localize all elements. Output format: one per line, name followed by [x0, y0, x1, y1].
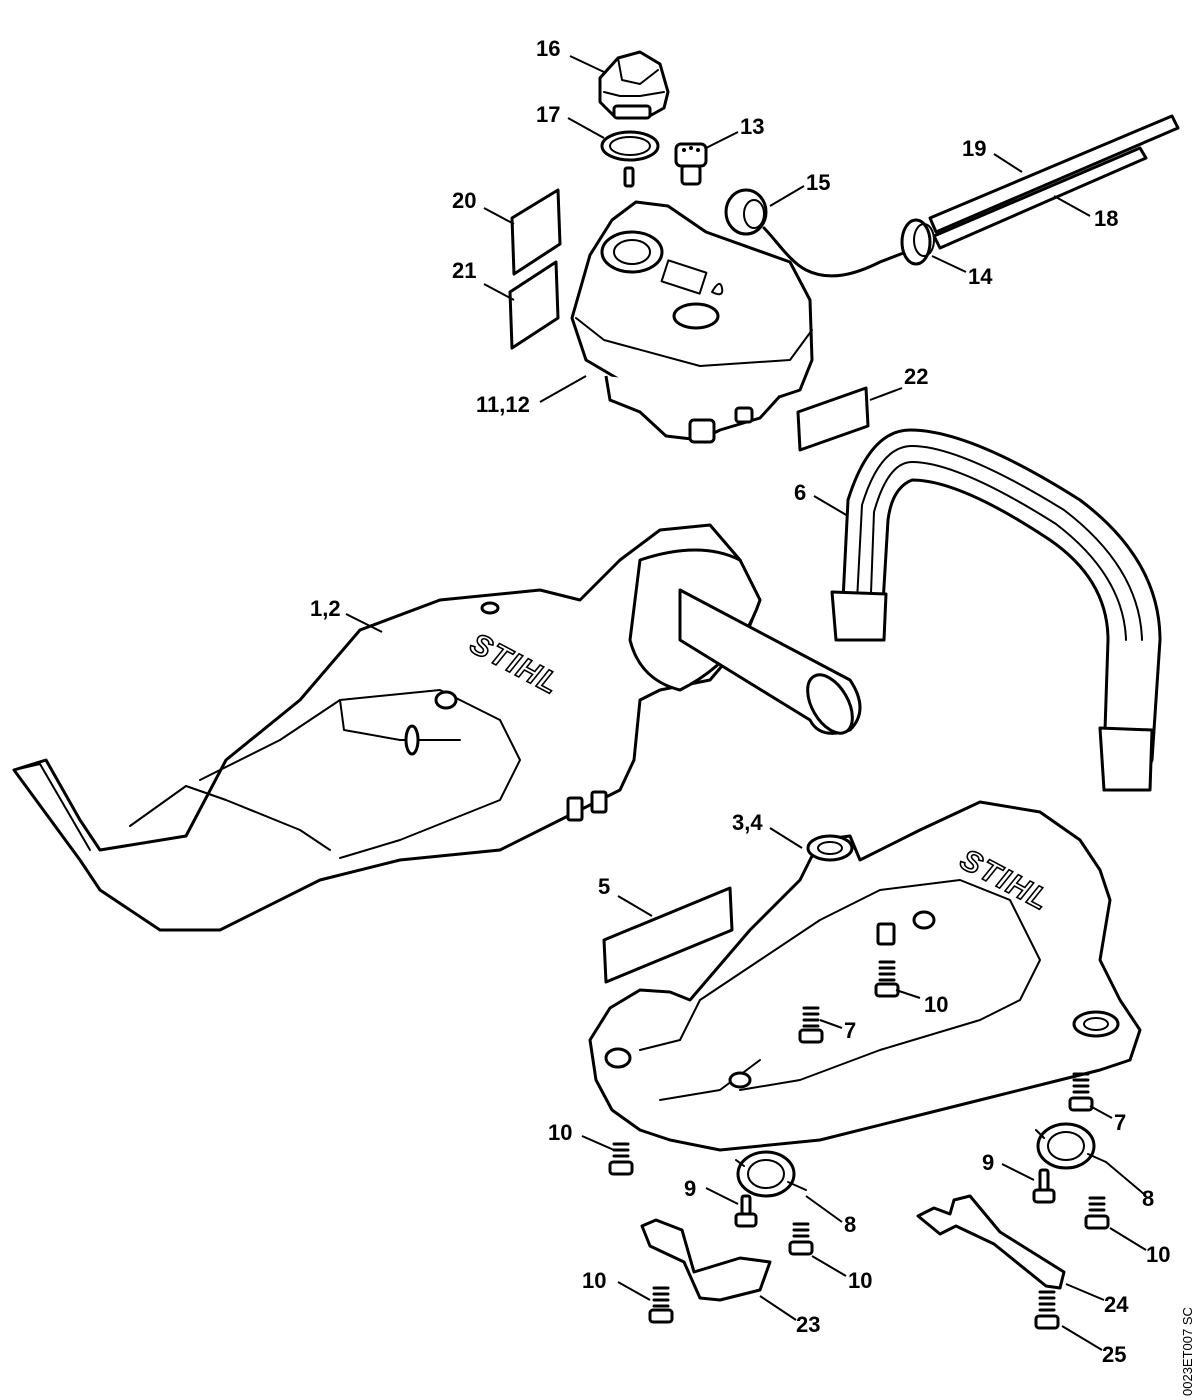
callout-14: 14 [968, 264, 993, 289]
callout-15: 15 [806, 170, 830, 195]
leader-lines [345, 55, 1147, 1351]
callout-19: 19 [962, 136, 986, 161]
fuel-tank [570, 200, 814, 444]
callout-1-2: 1,2 [310, 596, 341, 621]
bracket-23 [640, 1218, 772, 1302]
callout-16: 16 [536, 36, 560, 61]
callout-20: 20 [452, 188, 476, 213]
callout-9-b: 9 [982, 1150, 994, 1175]
tank-vent-valve [674, 142, 708, 186]
label-plates [508, 188, 870, 452]
fuel-hoses [928, 114, 1180, 250]
screw-10-c [788, 1222, 814, 1256]
callout-13: 13 [740, 114, 764, 139]
small-screw [623, 166, 635, 188]
callout-23: 23 [796, 1312, 820, 1337]
bolt-9-a [734, 1194, 758, 1228]
screw-7-a [798, 1006, 824, 1044]
callout-labels: 16 17 13 15 19 18 14 20 21 11,12 22 6 1,… [310, 36, 1170, 1367]
callout-8-b: 8 [1142, 1186, 1154, 1211]
bracket-24 [916, 1194, 1066, 1290]
callout-21: 21 [452, 258, 476, 283]
screw-7-b [1068, 1072, 1094, 1112]
fuel-filter-pickup [724, 188, 908, 278]
callout-22: 22 [904, 364, 928, 389]
callout-10-a: 10 [924, 992, 948, 1017]
screw-10-b [608, 1142, 634, 1176]
screw-10-d [648, 1286, 674, 1324]
label-plate-5 [602, 886, 734, 984]
callout-11-12: 11,12 [476, 392, 530, 417]
screw-25 [1034, 1290, 1060, 1330]
screw-10-e [1084, 1196, 1110, 1230]
callout-18: 18 [1094, 206, 1118, 231]
grommet [900, 218, 935, 266]
callout-10-d: 10 [848, 1268, 872, 1293]
callout-25: 25 [1102, 1342, 1126, 1367]
spring-8-b [1035, 1122, 1107, 1170]
callout-9-a: 9 [684, 1176, 696, 1201]
callout-5: 5 [598, 874, 610, 899]
callout-10-e: 10 [582, 1268, 606, 1293]
callout-24: 24 [1104, 1292, 1129, 1317]
callout-17: 17 [536, 102, 560, 127]
callout-10-b: 10 [548, 1120, 572, 1145]
bolt-9-b [1032, 1168, 1056, 1204]
callout-7-b: 7 [1114, 1110, 1126, 1135]
screw-10-a [874, 960, 900, 998]
callout-3-4: 3,4 [732, 810, 763, 835]
spring-8-a [735, 1150, 807, 1198]
fuel-cap [598, 50, 670, 120]
handle-bar [830, 428, 1162, 792]
callout-7-a: 7 [844, 1018, 856, 1043]
handle-housing-right [588, 800, 1142, 1152]
callout-6: 6 [794, 480, 806, 505]
reference-code: 0023ET007 SC [1180, 1307, 1195, 1396]
callout-8-a: 8 [844, 1212, 856, 1237]
callout-10-c: 10 [1146, 1242, 1170, 1267]
handle-housing-left [12, 523, 862, 932]
o-ring [600, 130, 660, 162]
